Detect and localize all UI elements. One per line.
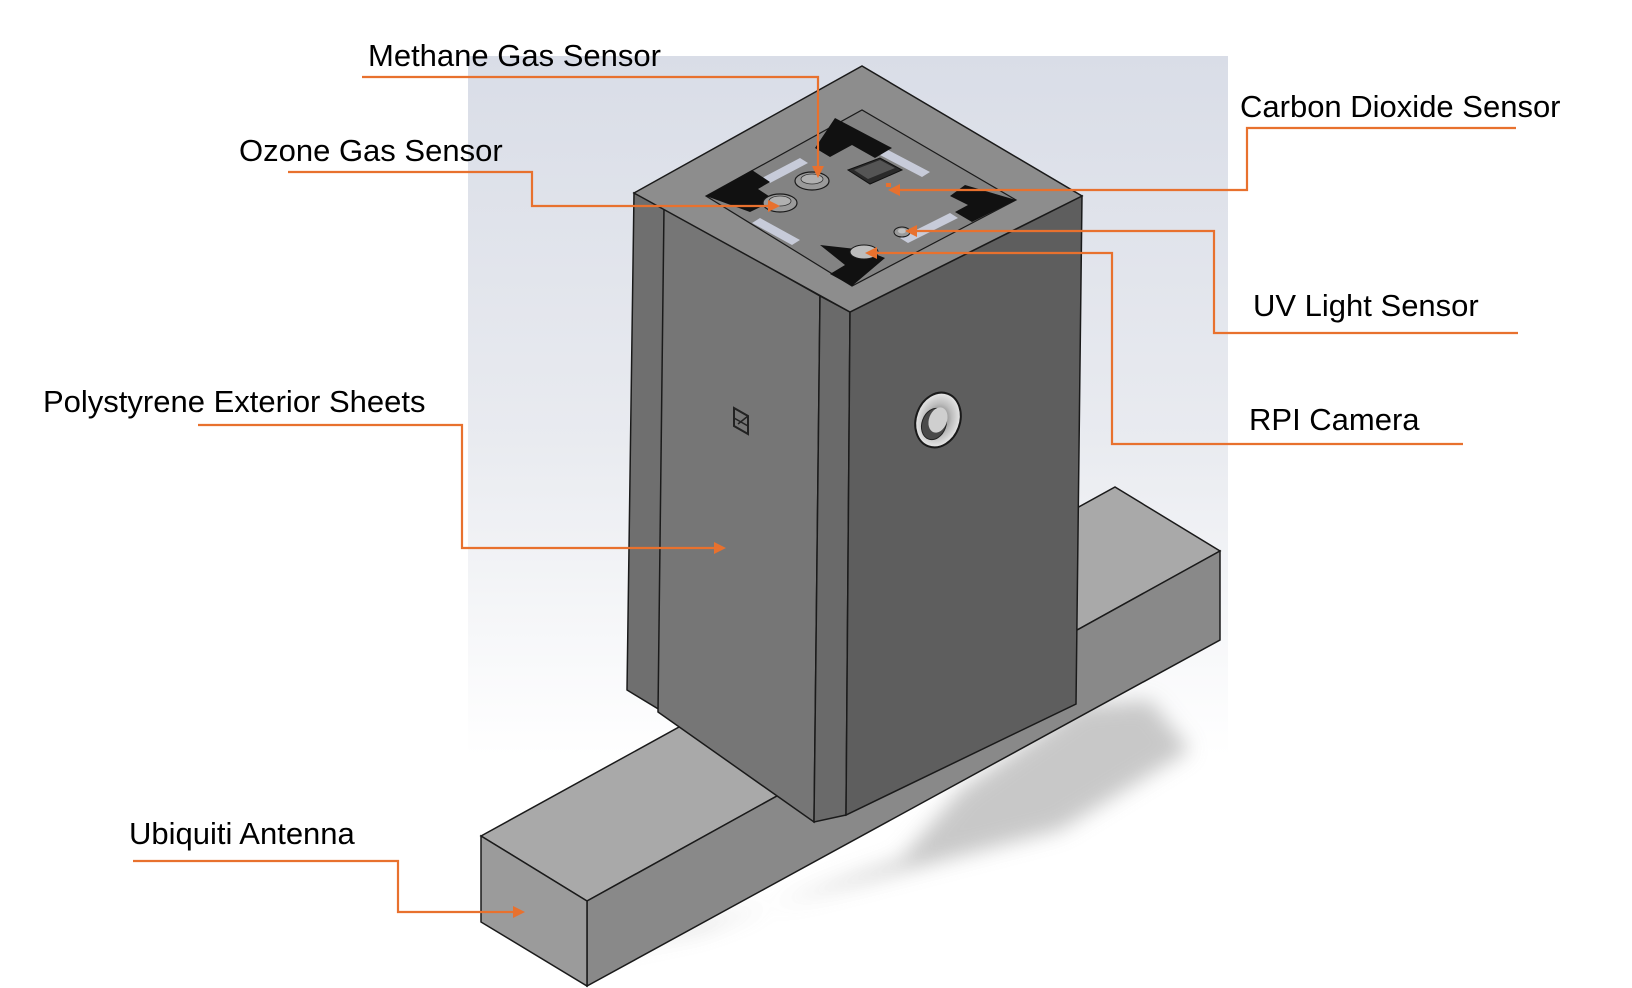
arrowhead-co2 — [888, 184, 900, 196]
methane-sensor — [794, 171, 830, 191]
camera-lens-hole — [914, 391, 962, 449]
antenna-end-face — [480, 834, 588, 988]
arrowhead-ozone — [768, 200, 780, 212]
leader-uv — [912, 229, 1518, 335]
co2-sensor — [846, 157, 904, 187]
label-uv-light-sensor: UV Light Sensor — [1253, 288, 1479, 323]
arrowhead-antenna — [513, 906, 525, 918]
label-ozone-gas-sensor: Ozone Gas Sensor — [239, 133, 503, 168]
foam-pad — [752, 218, 800, 245]
leader-methane — [362, 75, 820, 170]
leader-arrowheads — [513, 166, 917, 918]
corner-bracket — [706, 170, 775, 212]
label-rpi-camera: RPI Camera — [1249, 402, 1420, 437]
leader-ozone — [288, 170, 772, 208]
leader-polystyrene — [198, 423, 718, 550]
ground-shadow — [560, 700, 1190, 960]
arrowhead-polystyrene — [714, 542, 726, 554]
foam-pad — [880, 150, 930, 177]
label-methane-gas-sensor: Methane Gas Sensor — [368, 38, 661, 73]
leader-lines — [133, 75, 1518, 914]
leader-rpi — [872, 251, 1463, 446]
front-edge-strip — [813, 294, 851, 823]
arrowhead-methane — [812, 166, 824, 178]
leader-co2 — [896, 126, 1516, 192]
arrowhead-uv — [905, 225, 917, 237]
arrowhead-rpi — [865, 247, 877, 259]
corner-bracket — [815, 118, 892, 158]
leader-antenna — [133, 859, 517, 914]
label-ubiquiti-antenna: Ubiquiti Antenna — [129, 816, 355, 851]
label-polystyrene-exterior-sheets: Polystyrene Exterior Sheets — [43, 384, 426, 419]
front-face — [657, 206, 821, 824]
front-face-feature — [733, 406, 749, 436]
enclosure — [626, 65, 1084, 824]
foam-pad — [762, 158, 808, 183]
label-carbon-dioxide-sensor: Carbon Dioxide Sensor — [1240, 89, 1561, 124]
corner-bracket — [950, 185, 1016, 222]
